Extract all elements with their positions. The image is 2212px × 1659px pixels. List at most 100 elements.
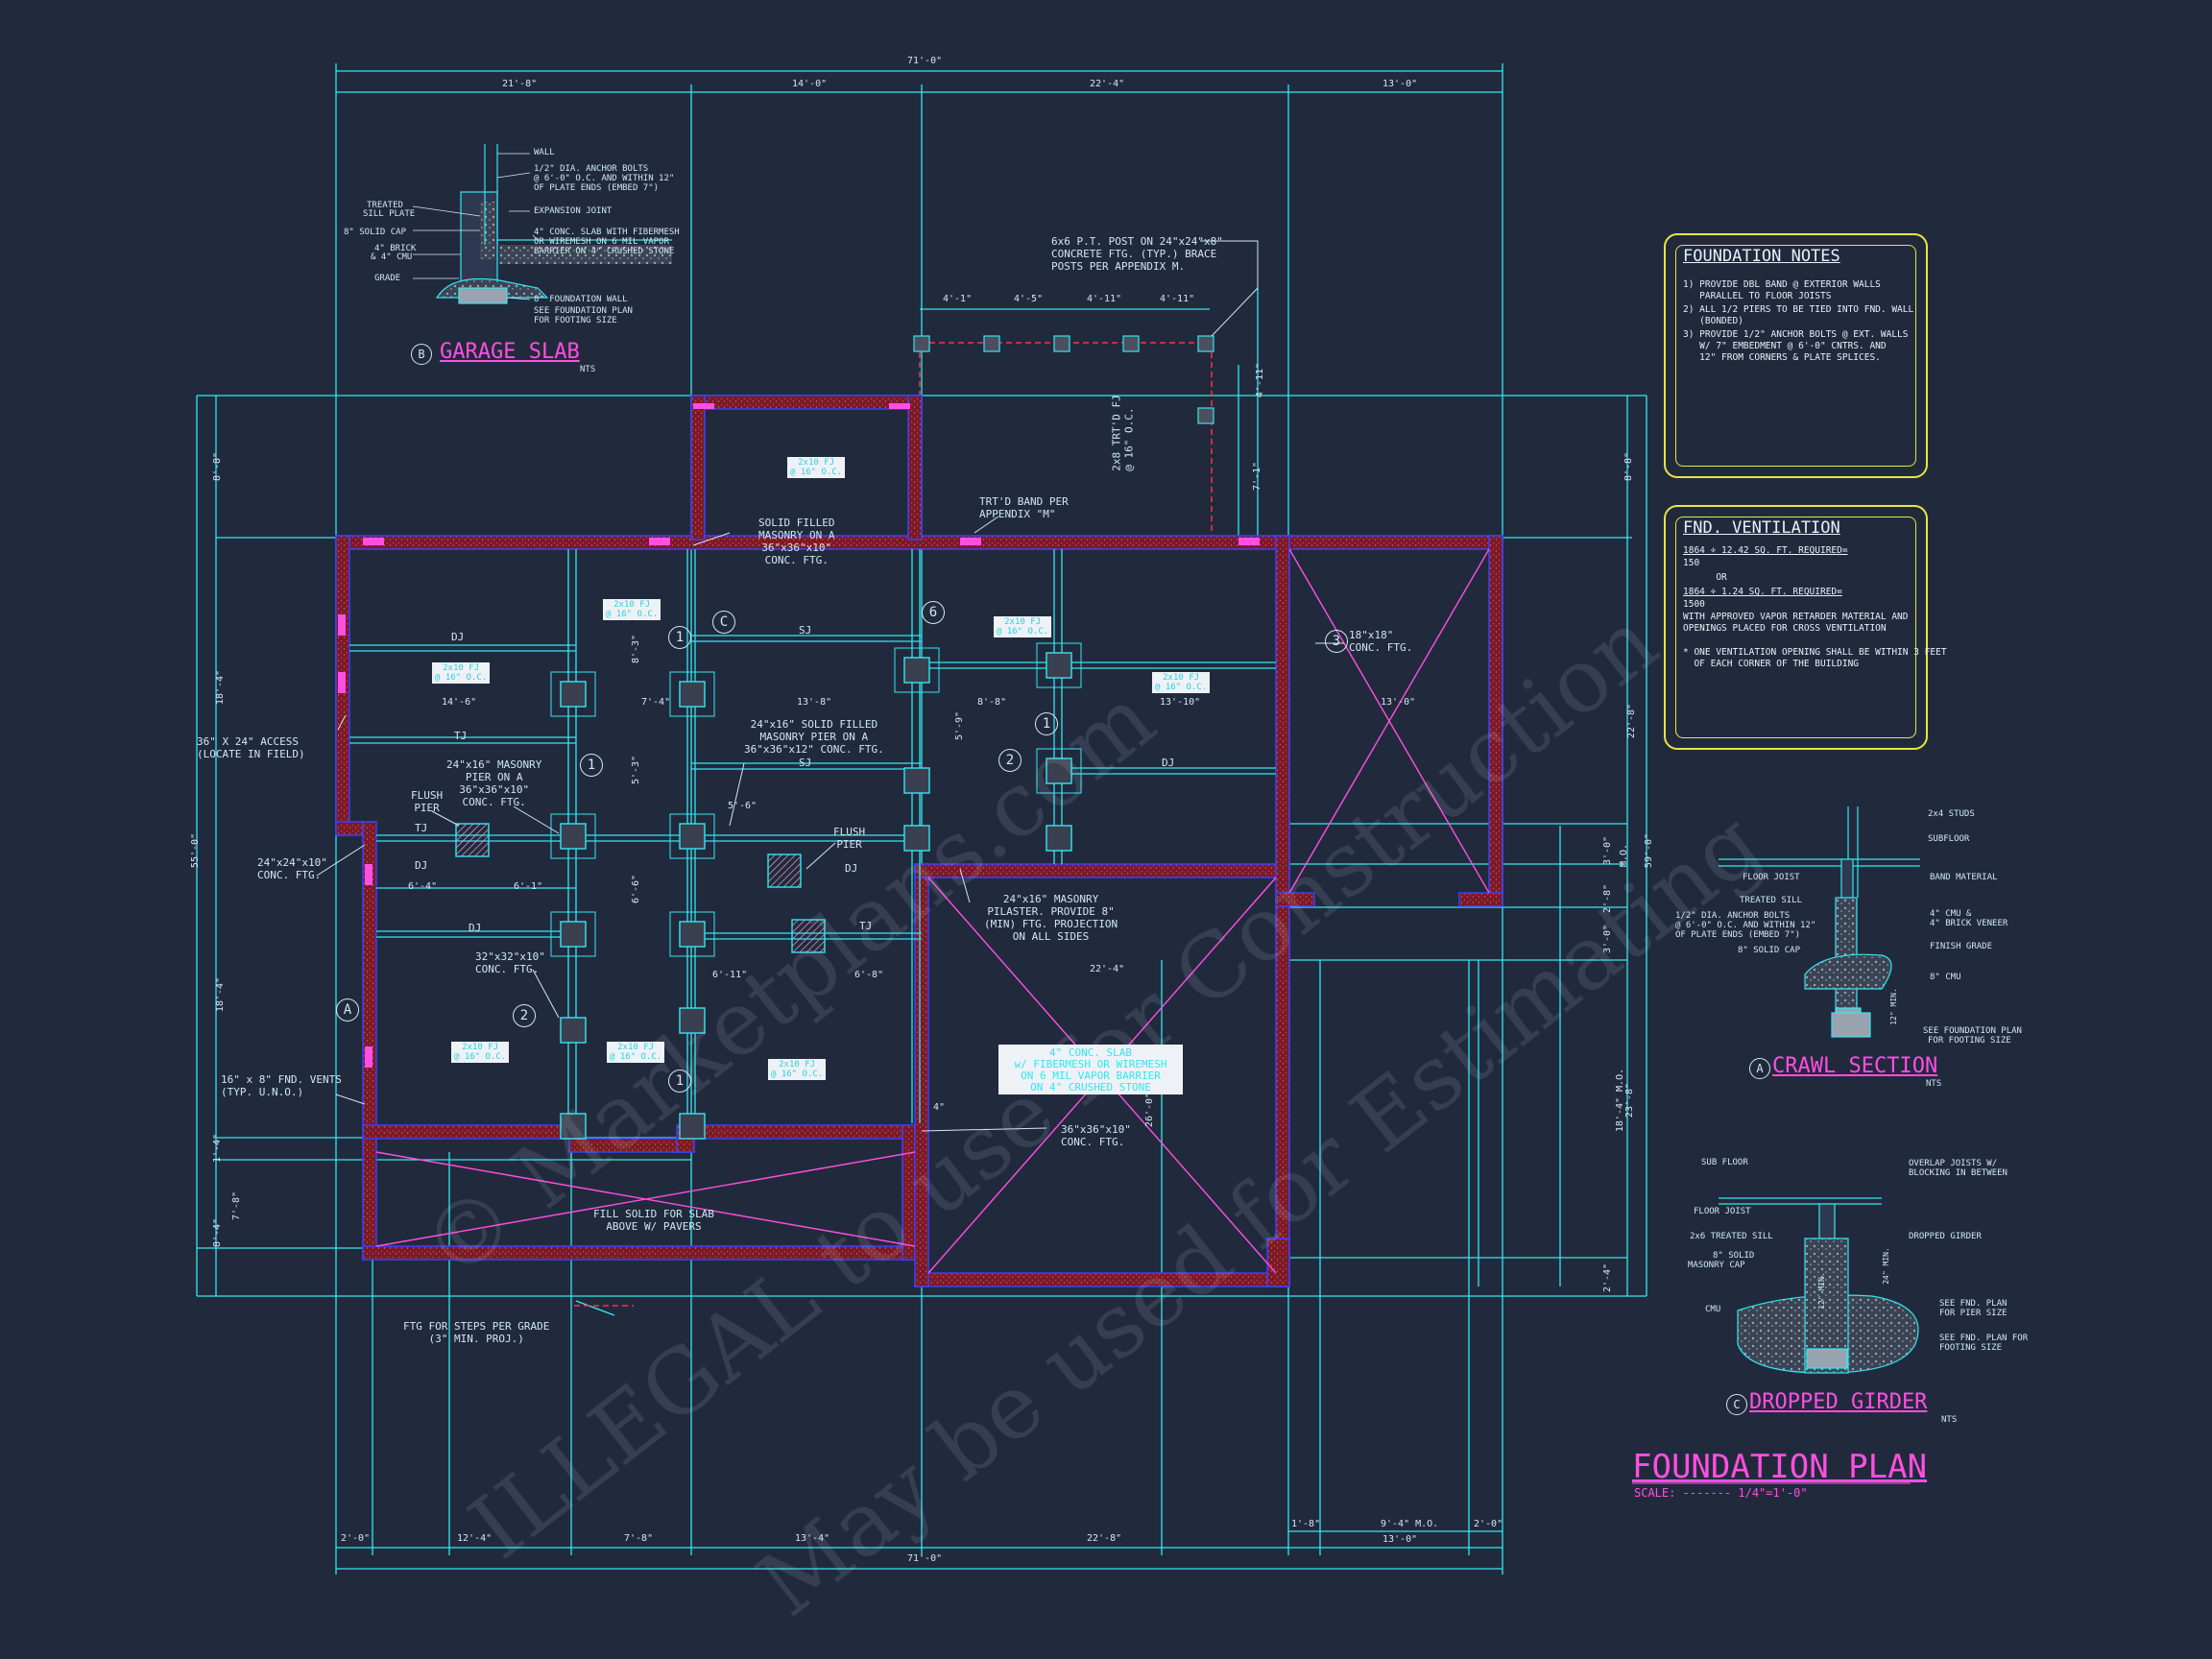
label-vents: 16" x 8" FND. VENTS (TYP. U.N.O.) [221,1073,342,1098]
left-dim-3: 55'-0" [190,832,202,869]
crawl-label-see-2: FOR FOOTING SIZE [1928,1036,2011,1046]
porch-dim-2: 4'-5" [1014,294,1044,304]
crawl-label-joist: FLOOR JOIST [1743,873,1800,882]
dim-5-6: 5'-6" [728,801,757,811]
label-dj-5: DJ [1162,757,1175,769]
detail-b-nts: NTS [580,365,596,374]
ventilation-note-line: 1864 ÷ 12.42 SQ. FT. REQUIRED= [1683,545,1848,556]
dim-13-10: 13'-10" [1160,697,1201,708]
detail-c-nts: NTS [1941,1415,1958,1425]
tag-floor-joist-d: 2x10 FJ @ 16" O.C. [994,616,1052,637]
label-ftg-32: 32"x32"x10" CONC. FTG. [475,950,545,975]
girder-label-12min: 12" MIN. [1816,1272,1826,1310]
girder-label-sill: 2x6 TREATED SILL [1690,1232,1773,1241]
garage-label-anchor-1: 1/2" DIA. ANCHOR BOLTS [534,164,649,174]
girder-label-see-3: SEE FND. PLAN FOR [1939,1334,2029,1343]
tag-floor-joist-c: 2x10 FJ @ 16" O.C. [432,662,491,684]
bottom-dim-overall: 71'-0" [907,1553,943,1564]
girder-label-subfloor: SUB FLOOR [1701,1158,1748,1167]
right-dim-9: 23'-8" [1624,1082,1636,1118]
drawing-scale: SCALE: ------- 1/4"=1'-0" [1634,1486,1808,1500]
detail-a-title: CRAWL SECTION [1772,1054,1938,1078]
grid-bubble-c: C [712,611,735,634]
girder-label-see-4: FOOTING SIZE [1939,1343,2003,1353]
girder-label-cmu: CMU [1705,1305,1721,1314]
foundation-note-line: 1) PROVIDE DBL BAND @ EXTERIOR WALLS [1683,279,1881,290]
crawl-label-studs: 2x4 STUDS [1928,809,1975,819]
dimension-grid [196,63,1647,1575]
tag-floor-joist-a: 2x10 FJ @ 16" O.C. [787,457,846,478]
left-dim-4: 18'-4" [215,976,227,1013]
right-dim-4: 3'-0" [1602,835,1614,866]
garage-label-brick: 4" BRICK [374,244,417,253]
bottom-dim-5: 22'-8" [1087,1533,1122,1544]
label-sj-1: SJ [799,624,812,637]
bottom-dim-2: 12'-4" [457,1533,493,1544]
garage-label-sill: SILL PLATE [363,209,416,219]
grid-bubble-3: 3 [1325,630,1348,653]
dim-6-11: 6'-11" [712,970,748,980]
garage-label-see-1: SEE FOUNDATION PLAN [534,306,633,316]
foundation-notes-box: FOUNDATION NOTES 1) PROVIDE DBL BAND @ E… [1664,233,1928,478]
label-solid-masonry: SOLID FILLED MASONRY ON A 36"x36"x10" CO… [758,517,835,566]
dim-22-4: 22'-4" [1090,964,1125,974]
left-dim-1: 8'-8" [212,451,224,482]
right-dim-3: 59'-0" [1644,832,1655,869]
foundation-note-line: 12" FROM CORNERS & PLATE SPLICES. [1683,352,1881,363]
porch-dim-3: 4'-11" [1087,294,1122,304]
dim-6-6: 6'-6" [631,874,642,904]
label-solid-masonry-pier: 24"x16" SOLID FILLED MASONRY PIER ON A 3… [744,718,884,756]
crawl-label-grade: FINISH GRADE [1930,942,1993,951]
detail-a-bubble: A [1749,1058,1770,1079]
right-dim-5: 2'-8" [1602,883,1614,914]
bottom-dim-7: 9'-4" M.O. [1381,1519,1439,1529]
ventilation-note-line: OR [1683,572,1727,583]
garage-label-wall8: 8" FOUNDATION WALL [534,295,628,304]
label-fill-solid: FILL SOLID FOR SLAB ABOVE W/ PAVERS [593,1208,714,1233]
detail-c-bubble: C [1726,1394,1747,1415]
bottom-dim-4: 13'-4" [795,1533,830,1544]
right-dim-10: 2'-4" [1602,1262,1614,1293]
piers [560,652,1072,1140]
label-flush-pier-left: FLUSH PIER [411,789,444,814]
crawl-label-see-1: SEE FOUNDATION PLAN [1923,1026,2022,1036]
pier-footings [550,642,1082,957]
crawl-label-band: BAND MATERIAL [1930,873,1998,882]
ventilation-notes-box: FND. VENTILATION 1864 ÷ 12.42 SQ. FT. RE… [1664,505,1947,750]
grid-bubble-1b: 1 [580,754,603,777]
foundation-notes-title: FOUNDATION NOTES [1683,247,1840,266]
porch-dim-6: 7'-1" [1252,461,1263,492]
slab-diagonals [375,548,1490,1274]
dim-26-0: 26'-0" [1144,1092,1156,1128]
ventilation-note-line: WITH APPROVED VAPOR RETARDER MATERIAL AN… [1683,612,1909,622]
detail-c-title: DROPPED GIRDER [1749,1390,1928,1414]
porch-posts [913,335,1214,424]
top-dim-2: 14'-0" [792,79,828,89]
detail-b-bubble: B [411,344,432,365]
left-dim-5: 1'-4" [212,1133,224,1164]
top-dim-3: 22'-4" [1090,79,1125,89]
label-band-note: TRT'D BAND PER APPENDIX "M" [979,495,1069,520]
label-tj-2: TJ [415,822,428,834]
dim-7-4: 7'-4" [641,697,671,708]
label-access: 36" X 24" ACCESS (LOCATE IN FIELD) [197,735,305,760]
grid-bubble-2a: 2 [998,749,1022,772]
left-dim-2: 18'-4" [215,669,227,706]
bottom-dim-9: 13'-0" [1382,1534,1418,1545]
tag-floor-joist-f: 2x10 FJ @ 16" O.C. [451,1042,510,1063]
drawing-title: FOUNDATION PLAN [1632,1448,1928,1486]
garage-label-wall: WALL [534,148,555,157]
detail-crawl-section [1719,806,1920,1038]
dim-6-4: 6'-4" [408,881,438,892]
label-masonry-pier: 24"x16" MASONRY PIER ON A 36"x36"x10" CO… [446,758,542,808]
girder-label-overlap-1: OVERLAP JOISTS W/ [1909,1159,1998,1168]
detail-dropped-girder [1719,1197,1919,1374]
girder-label-cap-1: 8" SOLID [1713,1251,1755,1261]
crawl-label-subfloor: SUBFLOOR [1928,834,1970,844]
grid-bubble-1a: 1 [668,626,691,649]
garage-label-anchor-2: @ 6'-0" O.C. AND WITHIN 12" [534,174,675,183]
crawl-label-anchor-2: @ 6'-0" O.C. AND WITHIN 12" [1675,921,1816,930]
foundation-note-line: 2) ALL 1/2 PIERS TO BE TIED INTO FND. WA… [1683,304,1914,315]
girder-label-overlap-2: BLOCKING IN BETWEEN [1909,1168,2008,1178]
